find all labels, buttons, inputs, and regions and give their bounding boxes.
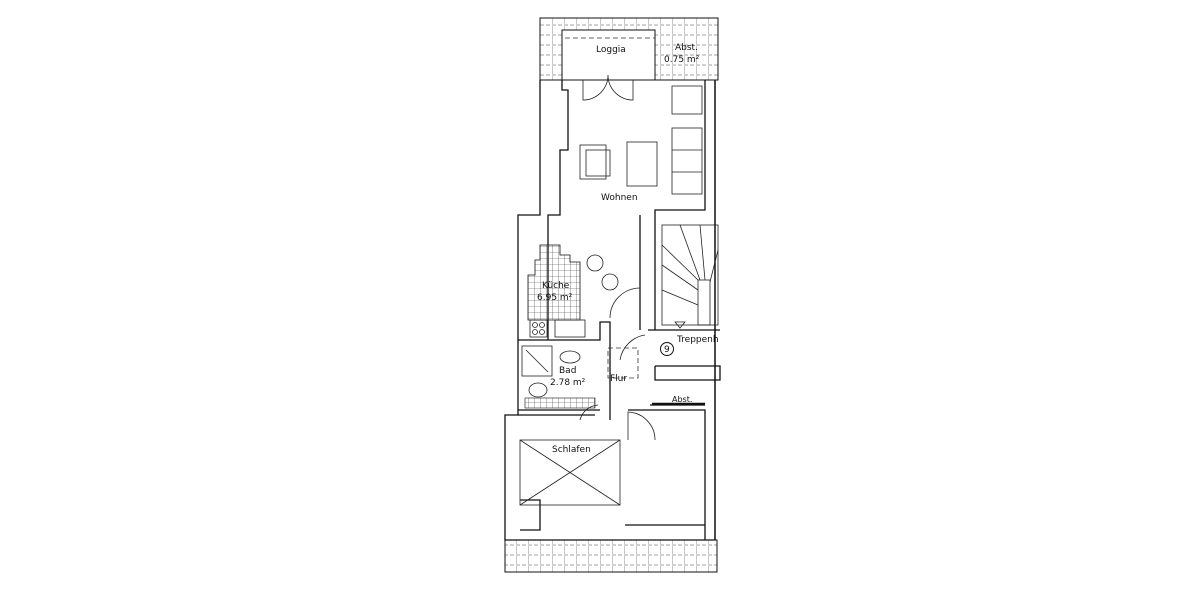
label-stair-number: 9 xyxy=(664,345,670,355)
bed-icon xyxy=(519,439,621,506)
stair-number-badge xyxy=(660,342,674,356)
label-abst-mid: Abst. xyxy=(672,395,692,404)
door-swings xyxy=(579,287,656,441)
sink-icon xyxy=(554,319,586,338)
dining-chairs xyxy=(586,254,619,291)
stove-icon xyxy=(529,319,548,338)
label-flur: Flur xyxy=(610,374,627,384)
label-bad-area: 2.78 m² xyxy=(550,378,586,388)
living-furniture xyxy=(579,85,703,195)
label-abst-top-area: 0.75 m² xyxy=(664,55,700,65)
bathroom-fixtures xyxy=(521,345,596,409)
bottom-roof-strip xyxy=(504,539,718,573)
label-wohnen: Wohnen xyxy=(601,193,638,203)
label-schlafen: Schlafen xyxy=(552,445,591,455)
top-roof-strip xyxy=(539,17,719,81)
label-kueche: Küche xyxy=(542,281,570,291)
loggia-door-icon xyxy=(582,74,634,101)
label-kueche-area: 6.95 m² xyxy=(537,293,573,303)
label-bad: Bad xyxy=(559,366,576,376)
label-abst-top: Abst. xyxy=(675,43,698,53)
label-treppenhaus: Treppenh xyxy=(676,335,719,345)
staircase-icon xyxy=(661,224,719,329)
label-loggia: Loggia xyxy=(596,45,626,55)
